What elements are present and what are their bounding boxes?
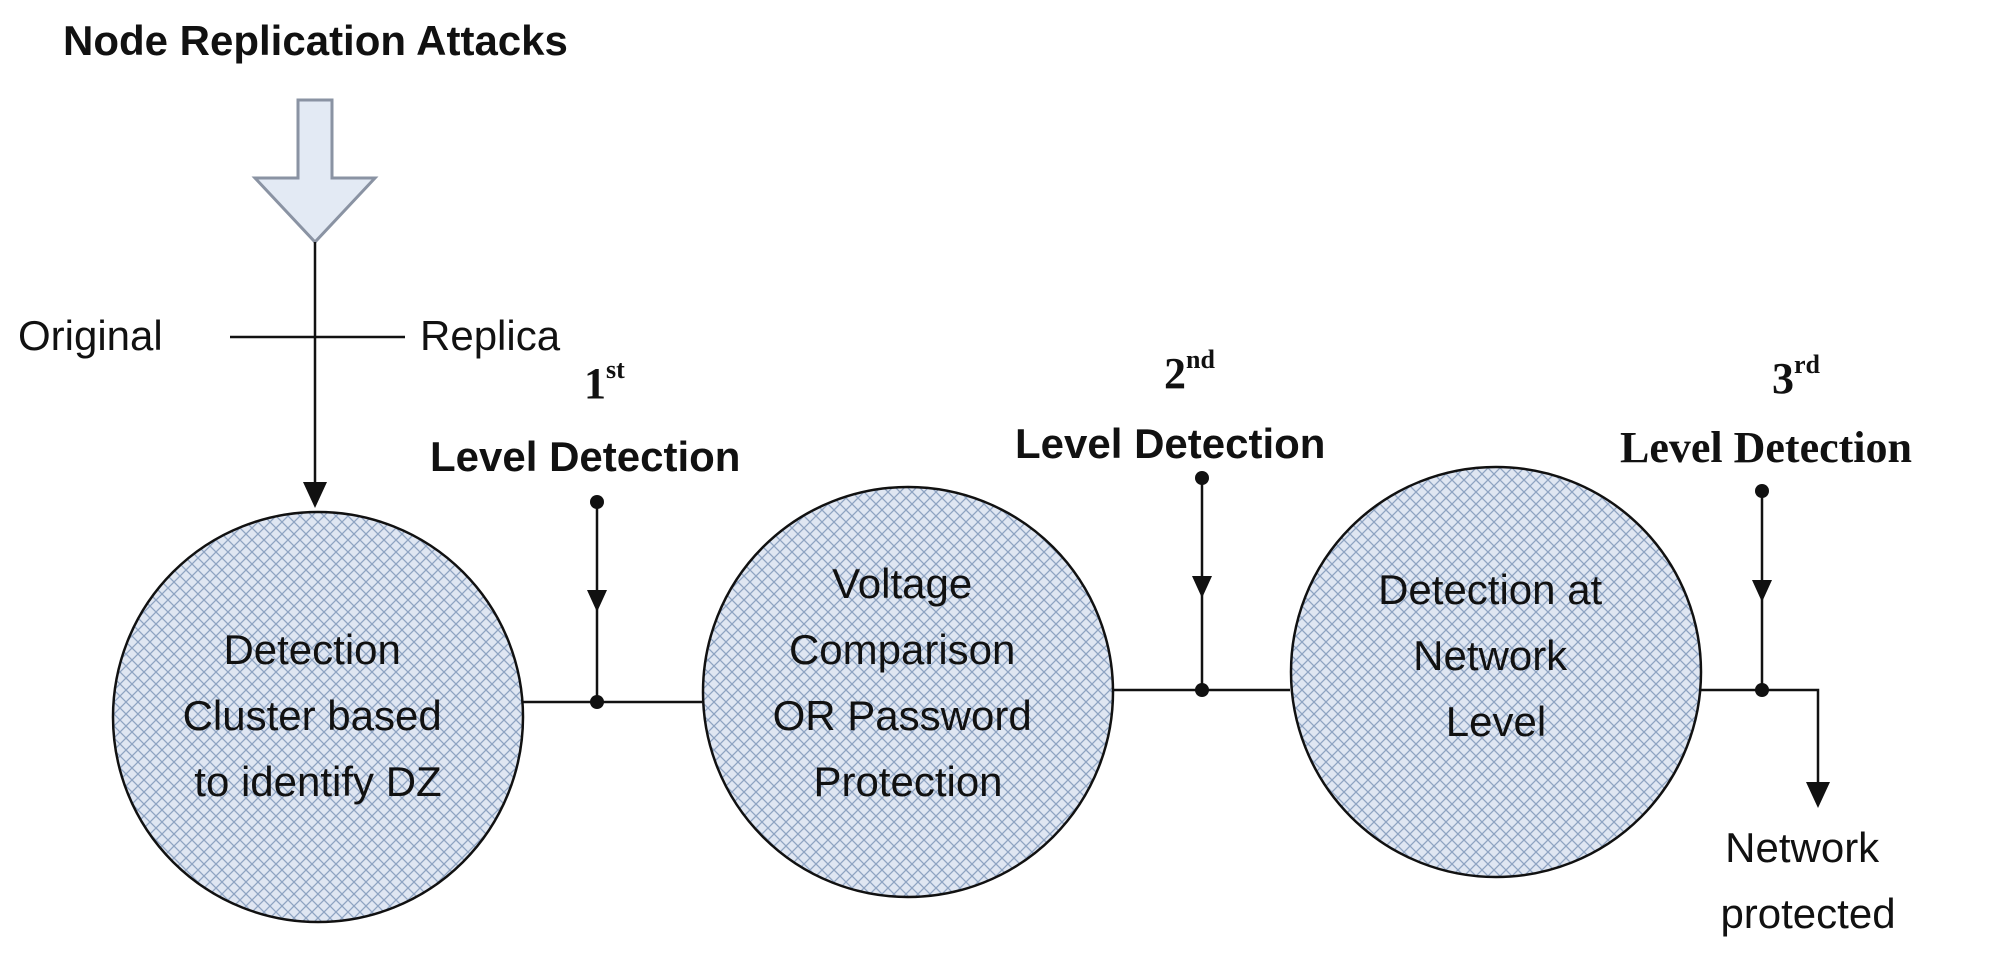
level-2-label: Level Detection <box>1015 420 1325 467</box>
stage-2-node: Voltage Comparison OR Password Protectio… <box>701 485 1115 899</box>
stage-3-line: Detection at <box>1378 566 1602 613</box>
stage-2-line: Comparison <box>789 626 1015 673</box>
stage-1-line: Detection <box>223 626 400 673</box>
attack-flow-arrowhead <box>303 482 327 508</box>
stage-1-line: to identify DZ <box>194 758 441 805</box>
outcome-label: Network protected <box>1720 824 1895 937</box>
level-3-label: Level Detection <box>1620 423 1912 472</box>
input-arrow-icon <box>251 98 379 245</box>
svg-text:Voltage Comparison: Voltage Comparison OR Password Protectio… <box>773 560 1044 805</box>
level-1-ordinal: 1st <box>584 355 625 408</box>
level-1-label: Level Detection <box>430 433 740 480</box>
stage-2-line: OR Password <box>773 692 1032 739</box>
stage-3-node: Detection at Network Level <box>1289 465 1703 879</box>
output-arrowhead <box>1806 782 1830 808</box>
stage-1-node: Detection Cluster based to identify DZ <box>111 510 525 924</box>
svg-text:Detection Cluster based: Detection Cluster based to identify DZ <box>183 626 454 805</box>
level-2-ordinal: 2nd <box>1164 345 1215 398</box>
stage-1-line: Cluster based <box>183 692 442 739</box>
stage-2-line: Voltage <box>832 560 972 607</box>
level-2-tap <box>1192 471 1212 697</box>
stage-2-line: Protection <box>813 758 1002 805</box>
level-1-tap <box>587 495 607 709</box>
stage-3-line: Level <box>1446 698 1546 745</box>
svg-text:Detection at Network: Detection at Network Level <box>1378 566 1614 745</box>
diagram-title: Node Replication Attacks <box>63 17 568 64</box>
stage-3-line: Network <box>1413 632 1568 679</box>
original-label: Original <box>18 312 163 359</box>
level-3-ordinal: 3rd <box>1772 350 1821 403</box>
replica-label: Replica <box>420 312 561 359</box>
level-3-tap <box>1752 484 1772 697</box>
connector-3-out <box>1700 688 1820 790</box>
